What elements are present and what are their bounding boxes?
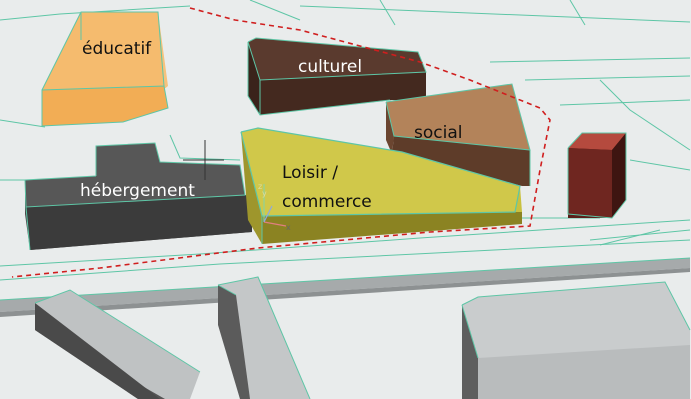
culturel-block bbox=[247, 37, 427, 116]
label-social: social bbox=[414, 123, 462, 143]
axis-gizmo-icon: z y x bbox=[258, 182, 291, 232]
label-loisir-line2: commerce bbox=[282, 192, 372, 212]
red-block bbox=[567, 132, 627, 219]
label-educatif: éducatif bbox=[82, 39, 152, 59]
road-surface bbox=[0, 258, 690, 312]
social-block bbox=[385, 83, 531, 186]
lower-building-left bbox=[34, 289, 201, 399]
axis-x-label: x bbox=[286, 223, 291, 232]
lower-building-right bbox=[461, 281, 691, 399]
road bbox=[0, 257, 691, 317]
hebergement-block bbox=[24, 142, 252, 251]
label-hebergement: hébergement bbox=[80, 181, 195, 201]
loisir-commerce-block bbox=[240, 127, 522, 244]
site-boundary bbox=[11, 7, 551, 278]
educatif-block bbox=[41, 11, 169, 127]
lower-building-middle bbox=[217, 276, 311, 399]
axis-z-label: z bbox=[258, 182, 262, 191]
label-loisir-line1: Loisir / bbox=[282, 163, 338, 183]
crosshair-icon bbox=[183, 140, 224, 180]
axis-y-label: y bbox=[262, 189, 267, 198]
parcel-lines bbox=[0, 0, 691, 281]
label-culturel: culturel bbox=[298, 57, 362, 77]
